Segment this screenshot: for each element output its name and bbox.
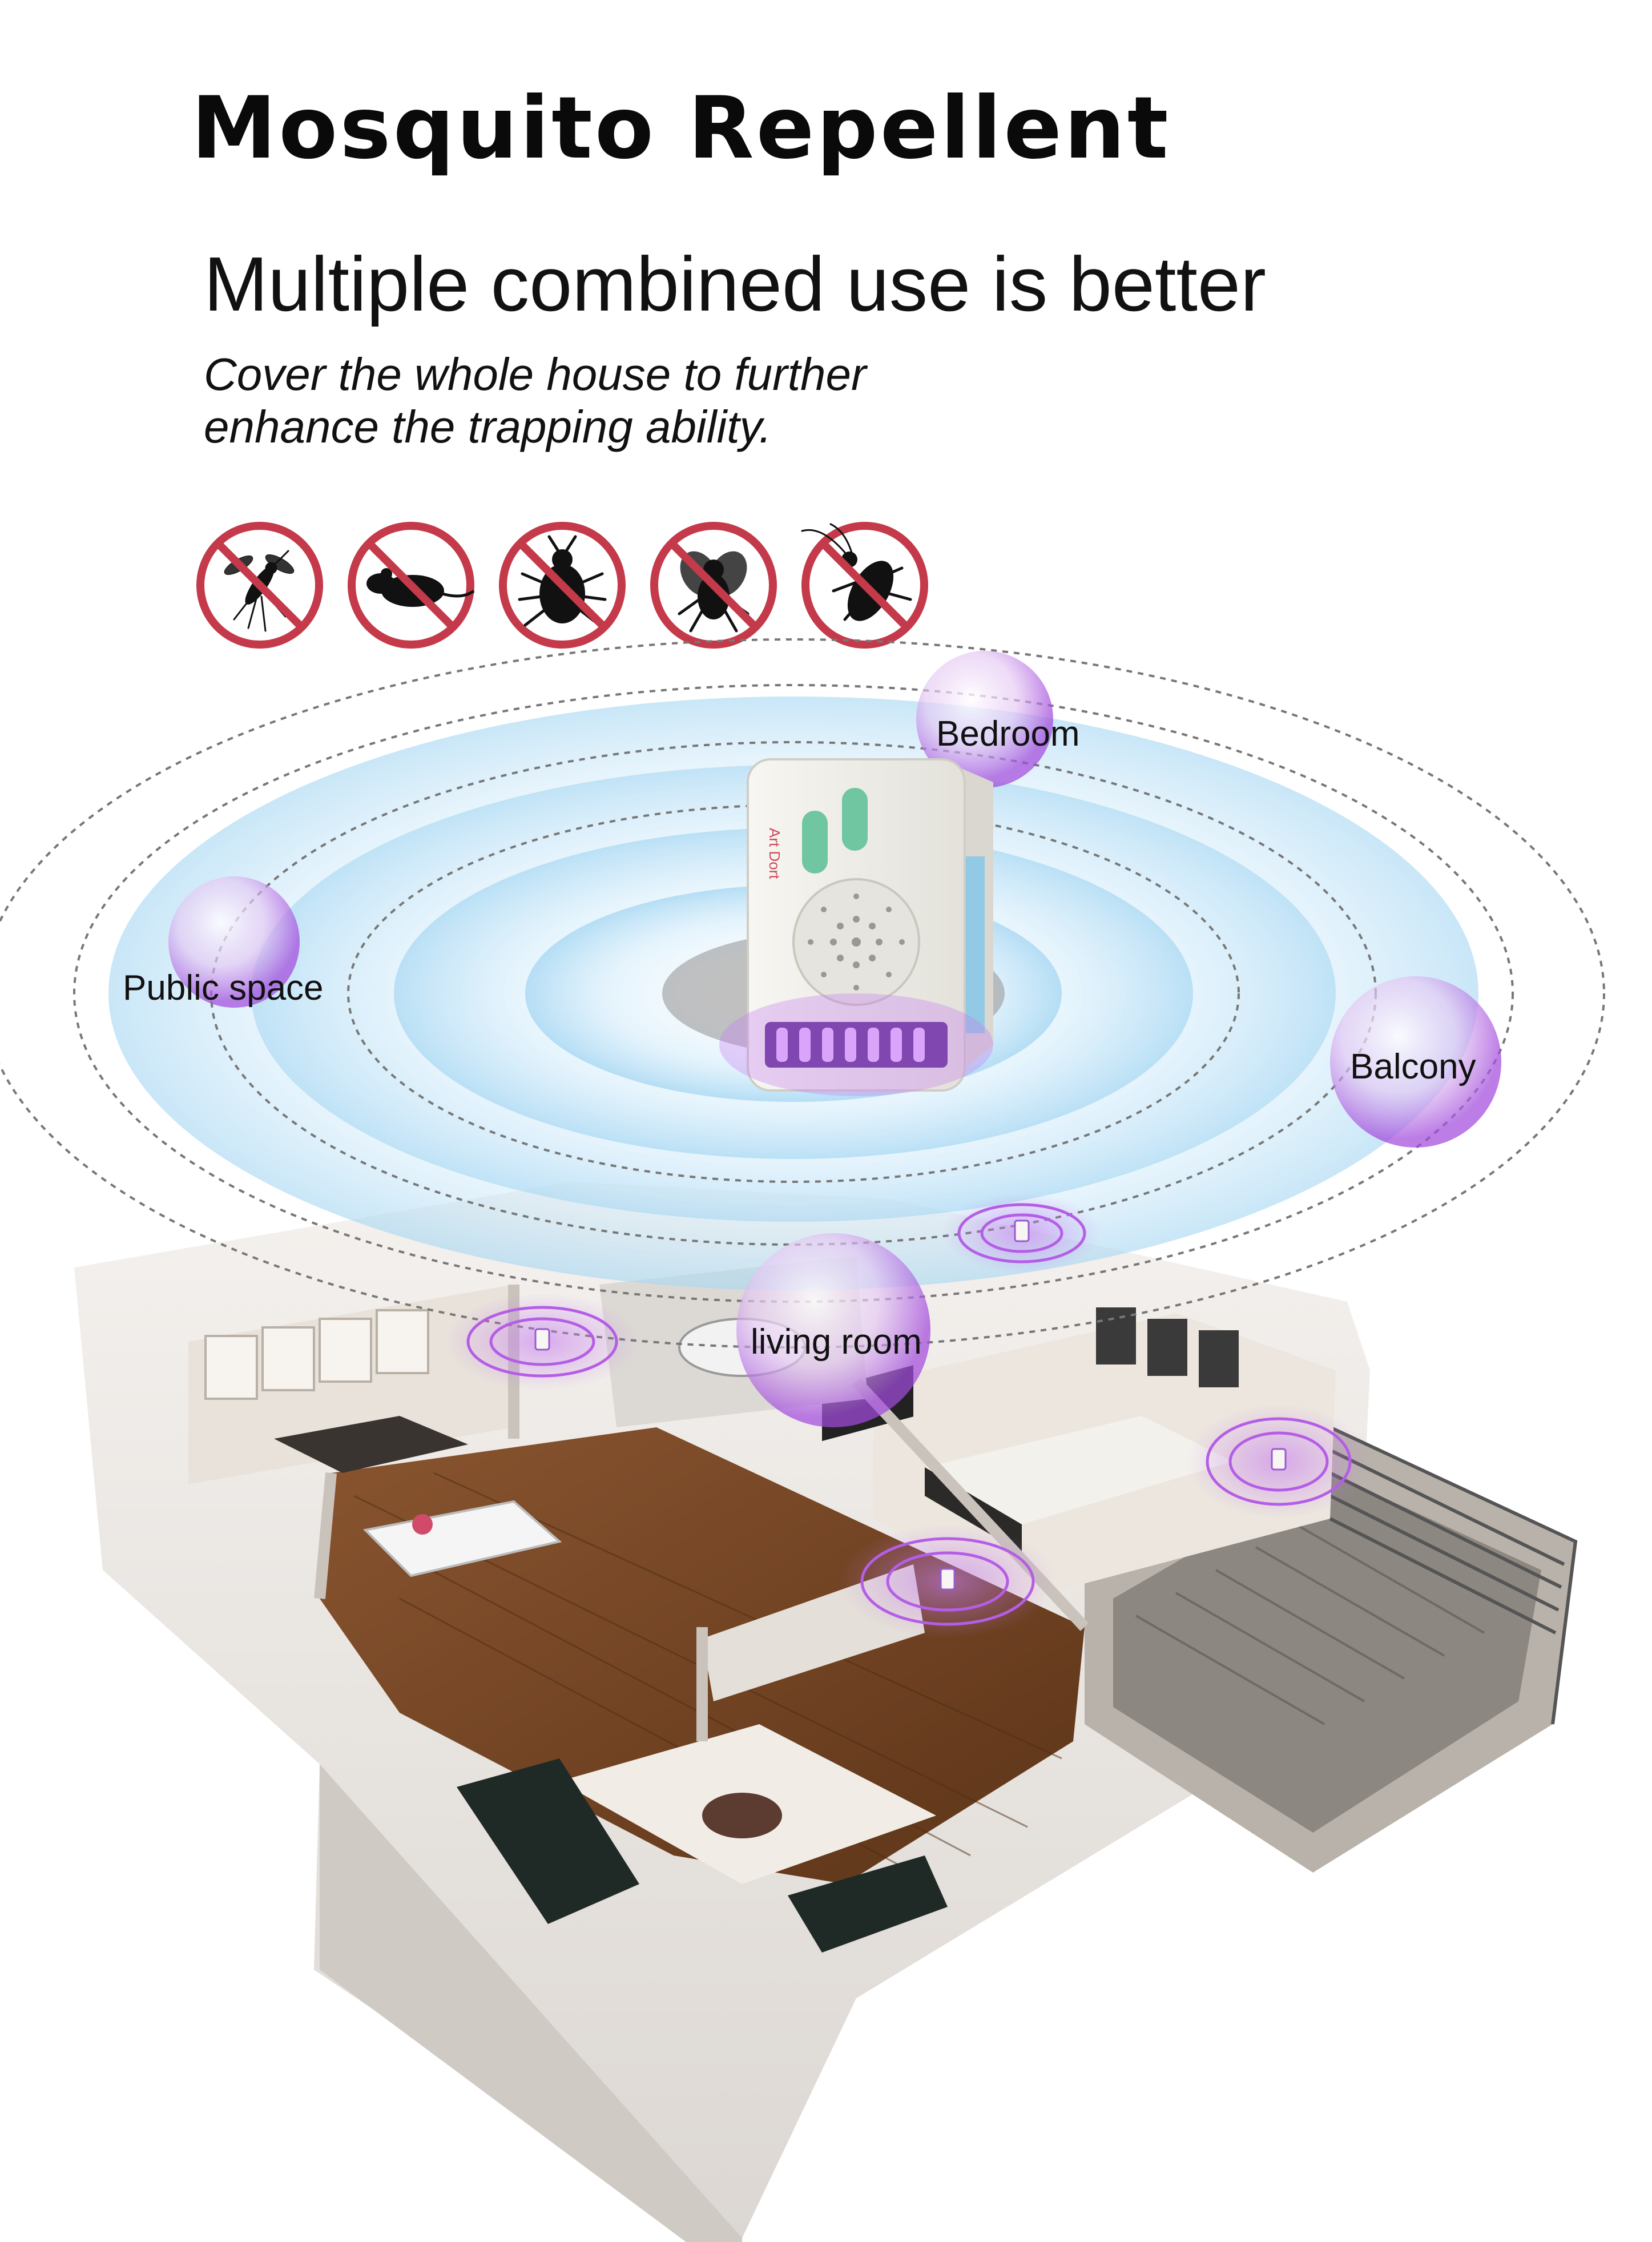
house-illustration: Art Dort <box>0 628 1652 2242</box>
tagline: Cover the whole house to further enhance… <box>204 348 867 453</box>
room-bubbles <box>168 651 1501 1427</box>
balcony-label: Balcony <box>1350 1047 1476 1086</box>
no-bedbug-icon <box>497 520 628 651</box>
device-brand-text: Art Dort <box>766 828 783 879</box>
no-mosquito-icon <box>194 520 325 651</box>
page-title: Mosquito Repellent <box>191 79 1171 178</box>
bedroom-label: Bedroom <box>936 714 1080 754</box>
pest-icon-row <box>194 520 936 651</box>
living-room-label: living room <box>751 1322 922 1362</box>
tagline-line-2: enhance the trapping ability. <box>204 401 772 452</box>
public-space-label: Public space <box>123 968 324 1008</box>
tagline-line-1: Cover the whole house to further <box>204 349 867 400</box>
page-subtitle: Multiple combined use is better <box>204 241 1266 327</box>
no-rat-icon <box>345 520 477 651</box>
room-device-glows <box>445 1193 1370 1639</box>
repellent-device: Art Dort <box>719 758 993 1096</box>
no-cockroach-icon <box>799 520 930 651</box>
no-fly-icon <box>648 520 779 651</box>
